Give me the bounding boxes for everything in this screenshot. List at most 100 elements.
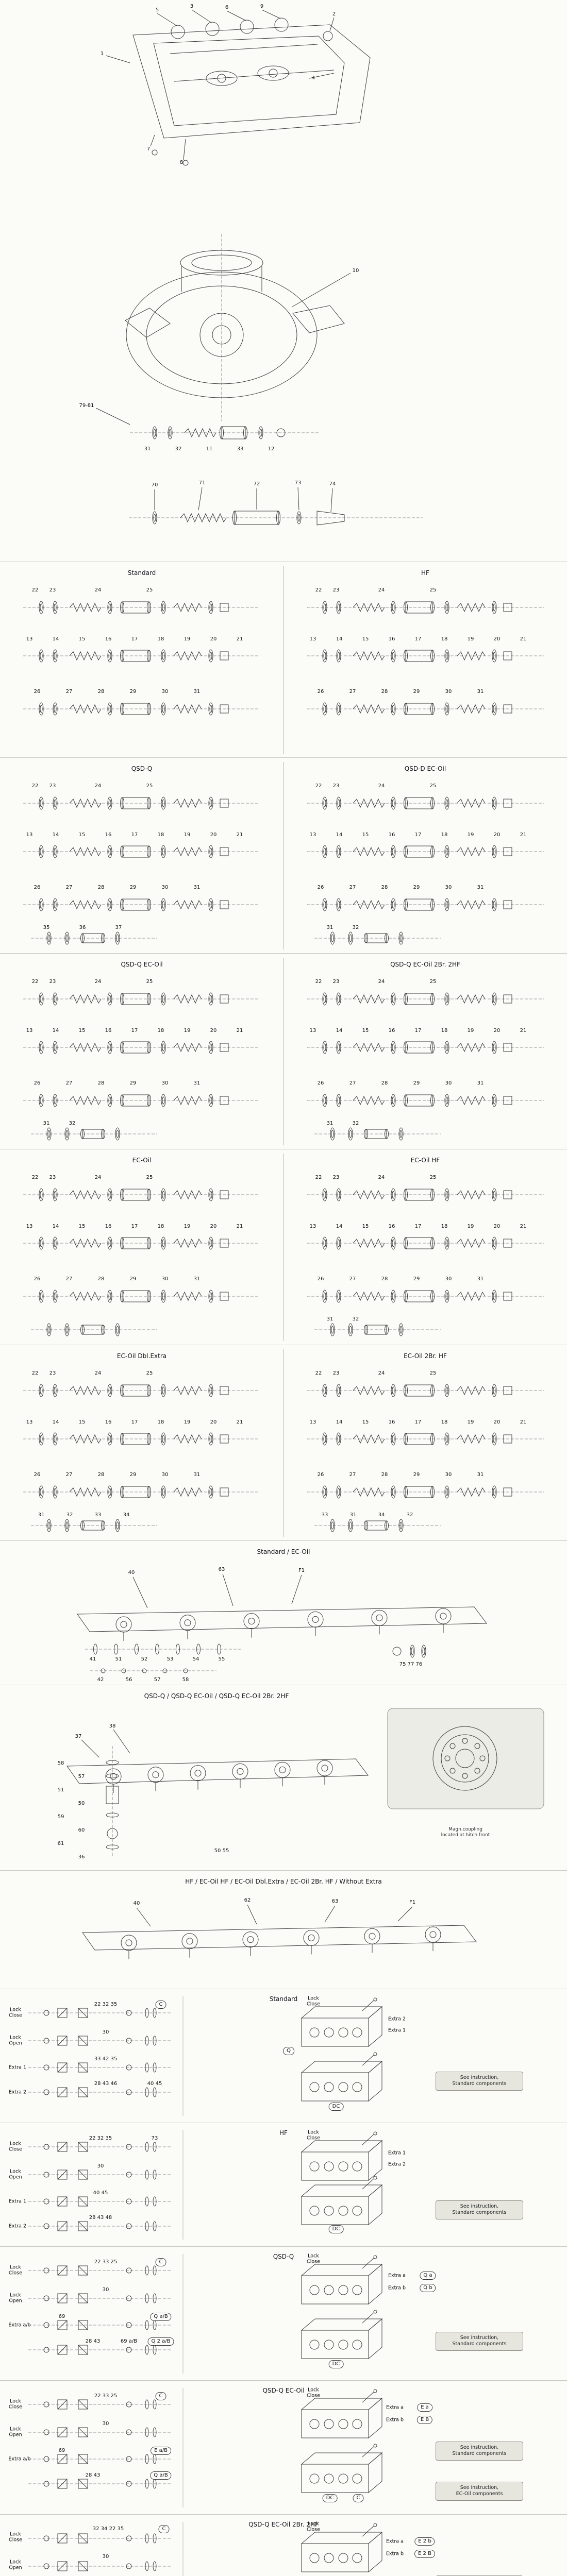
part-callout: 25: [429, 783, 437, 789]
part-callout: 13: [309, 1028, 316, 1033]
part-callout: 11: [206, 446, 213, 452]
part-callout: E B: [416, 2416, 433, 2424]
technical-drawing: [23, 1349, 544, 1537]
part-callout: 16: [105, 1224, 112, 1229]
part-callout: 73: [151, 2136, 158, 2141]
technical-drawing: [28, 2388, 383, 2507]
technical-drawing: [66, 1708, 544, 1856]
part-callout: 26: [34, 885, 41, 890]
part-callout: 15: [362, 636, 369, 642]
part-callout: 18: [441, 1224, 448, 1229]
part-callout: 27: [349, 1472, 356, 1478]
section-title: Standard / EC-Oil: [257, 1548, 310, 1555]
part-callout: 26: [34, 689, 41, 694]
part-callout: 26: [34, 1472, 41, 1478]
instruction-note-line: Standard components: [452, 2341, 507, 2347]
part-callout: 25: [146, 979, 153, 985]
part-callout: 18: [441, 1028, 448, 1033]
part-callout: C: [155, 2258, 166, 2266]
part-callout: 14: [336, 832, 343, 838]
part-callout: 20: [493, 1419, 501, 1425]
part-callout: 31: [477, 885, 484, 890]
part-callout: 18: [157, 832, 164, 838]
instruction-note-line: See instruction,: [460, 2485, 499, 2490]
part-callout: 17: [414, 1224, 422, 1229]
state-tag: Lock Close: [9, 2264, 22, 2276]
part-callout: 28: [97, 1276, 105, 1282]
part-callout: 40: [128, 1570, 135, 1575]
part-callout: 17: [131, 1028, 138, 1033]
part-callout: F1: [409, 1900, 416, 1905]
part-callout: 19: [184, 832, 191, 838]
part-callout: 13: [26, 1028, 33, 1033]
part-callout: 21: [520, 636, 527, 642]
part-callout: 24: [378, 1175, 385, 1180]
part-callout: 31: [43, 1121, 50, 1126]
part-callout: 74: [329, 481, 336, 487]
part-callout: 50: [78, 1801, 85, 1806]
part-callout: 15: [78, 1419, 86, 1425]
part-callout: 36: [79, 925, 86, 930]
part-callout: 41: [89, 1656, 96, 1662]
part-callout: 14: [336, 636, 343, 642]
part-callout: 20: [210, 636, 217, 642]
state-tag: Lock Open: [9, 2035, 22, 2046]
technical-drawing: [23, 958, 544, 1145]
part-callout: 18: [157, 1419, 164, 1425]
part-callout: 73: [294, 480, 302, 486]
part-callout: 20: [493, 636, 501, 642]
part-callout: 29: [129, 1276, 137, 1282]
instruction-note: See instruction,EC-Oil components: [436, 2482, 523, 2501]
part-callout: 20: [210, 1028, 217, 1033]
part-callout: 56: [125, 1677, 132, 1683]
instruction-note-line: See instruction,: [460, 2075, 499, 2080]
part-callout: 32: [352, 1316, 359, 1322]
part-callout: 30: [445, 1276, 452, 1282]
part-callout: 15: [78, 1028, 86, 1033]
part-callout: 21: [236, 1419, 243, 1425]
part-callout: 27: [65, 689, 73, 694]
part-callout: 31: [326, 1316, 333, 1322]
part-callout: 25: [429, 1370, 437, 1376]
part-callout: 31: [38, 1512, 45, 1518]
part-callout: C: [353, 2494, 364, 2502]
instruction-note: See instruction,Standard components: [436, 2442, 523, 2461]
part-callout: 38: [109, 1723, 116, 1729]
section-title: EC-Oil Dbl.Extra: [116, 1352, 167, 1360]
part-callout: 29: [413, 1080, 420, 1086]
part-callout: 19: [184, 1224, 191, 1229]
part-callout: 19: [467, 1419, 474, 1425]
part-callout: 15: [362, 832, 369, 838]
part-callout: 26: [34, 1080, 41, 1086]
part-callout: Extra a: [386, 2404, 404, 2411]
part-callout: 13: [309, 832, 316, 838]
section-title: Standard: [269, 1995, 298, 2003]
instruction-note-line: Standard components: [452, 2451, 507, 2457]
part-callout: Extra 1: [8, 2198, 27, 2205]
section-title: QSD-Q: [131, 765, 153, 772]
part-callout: 58: [182, 1677, 189, 1683]
part-callout: 23: [332, 979, 340, 985]
part-callout: 79-81: [79, 403, 94, 409]
part-callout: 34: [378, 1512, 385, 1518]
section-title: QSD-Q EC-Oil: [262, 2387, 305, 2394]
part-callout: 15: [78, 1224, 86, 1229]
state-tag: Lock Close: [9, 2007, 22, 2019]
part-callout: 18: [441, 832, 448, 838]
part-callout: 22 32 35: [89, 2136, 112, 2141]
part-callout: 30: [445, 689, 452, 694]
part-callout: 23: [332, 1175, 340, 1180]
part-callout: 13: [309, 1419, 316, 1425]
part-callout: 27: [65, 885, 73, 890]
part-callout: 29: [129, 689, 137, 694]
part-callout: Q b: [420, 2284, 436, 2292]
part-callout: 25: [146, 1370, 153, 1376]
part-callout: 22 33 25: [94, 2393, 118, 2399]
